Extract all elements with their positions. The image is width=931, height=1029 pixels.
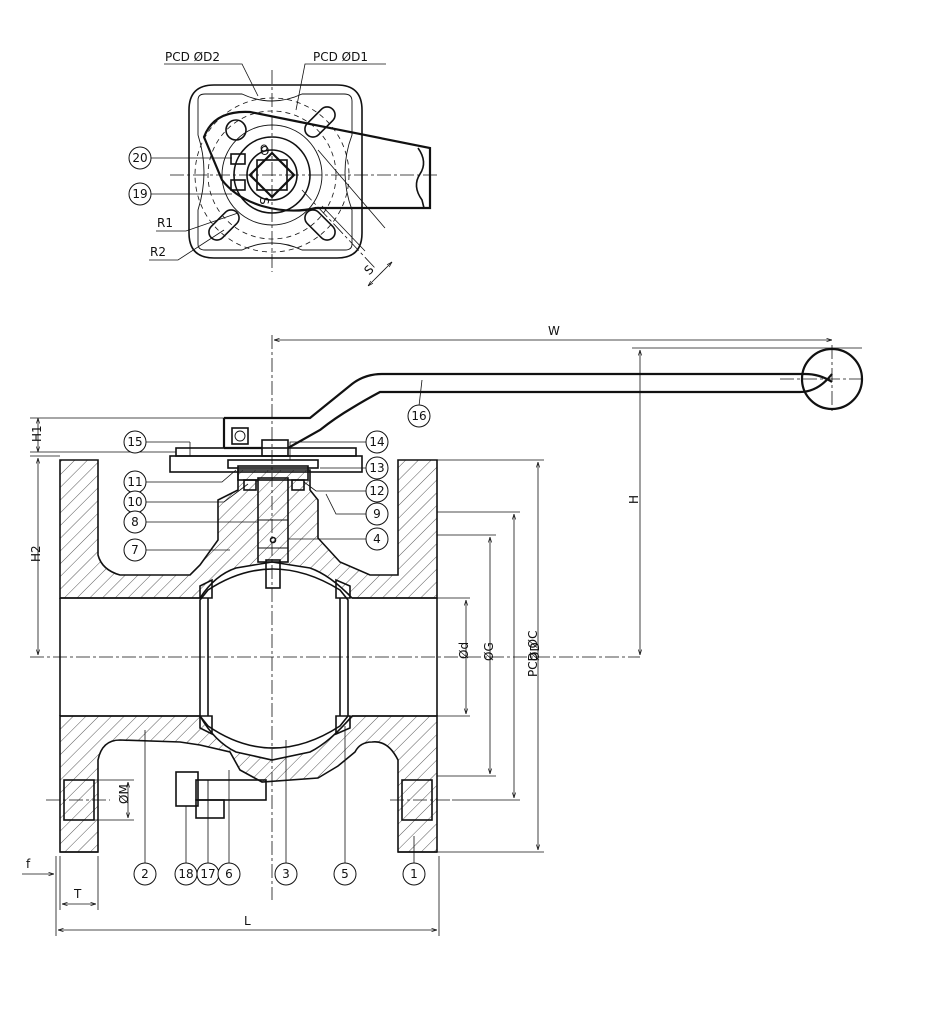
dim-h1-label: H1 <box>30 425 44 442</box>
dim-m-label: ØM <box>117 784 131 804</box>
dim-f-label: f <box>26 857 31 871</box>
part-10-label: 10 <box>127 495 142 509</box>
dim-d-label: ØD <box>528 642 542 661</box>
dimensions: W H H1 H2 Ød ØG PCD ØC ØD ØM <box>22 324 862 936</box>
dim-h2-label: H2 <box>29 545 43 562</box>
r1-label: R1 <box>157 216 173 230</box>
part-2-label: 2 <box>141 867 149 881</box>
part-12-label: 12 <box>369 484 384 498</box>
section-view <box>30 335 866 900</box>
part-8-label: 8 <box>131 515 139 529</box>
part-1-label: 1 <box>410 867 418 881</box>
part-3-label: 3 <box>282 867 290 881</box>
part-9-label: 9 <box>373 507 381 521</box>
dim-w-label: W <box>548 324 560 338</box>
dim-d-small-label: Ød <box>457 642 471 659</box>
dim-t-label: T <box>73 887 82 901</box>
dim-l-label: L <box>244 914 251 928</box>
part-17-label: 17 <box>200 867 215 881</box>
top-mark-o: O <box>260 144 269 158</box>
part-6-label: 6 <box>225 867 233 881</box>
part-18-label: 18 <box>178 867 193 881</box>
part-4-label: 4 <box>373 532 381 546</box>
s-dimension-label: S <box>361 262 376 277</box>
part-13-label: 13 <box>369 461 384 475</box>
dim-g-label: ØG <box>482 642 496 661</box>
top-mark-s: S <box>257 197 271 205</box>
r2-label: R2 <box>150 245 166 259</box>
part-balloons: 15 11 10 8 7 14 13 12 9 4 <box>123 379 431 886</box>
part-7-label: 7 <box>131 543 139 557</box>
pcd-d2-label: PCD ØD2 <box>165 50 220 64</box>
part-20-label: 20 <box>132 151 147 165</box>
part-14-label: 14 <box>369 435 384 449</box>
part-11-label: 11 <box>127 475 142 489</box>
part-16-label: 16 <box>411 409 426 423</box>
part-5-label: 5 <box>341 867 349 881</box>
pcd-d1-label: PCD ØD1 <box>313 50 368 64</box>
part-19-label: 19 <box>132 187 147 201</box>
part-15-label: 15 <box>127 435 142 449</box>
dim-h-label: H <box>627 495 641 504</box>
top-view: O S S PCD ØD2 PCD ØD1 R1 R2 20 19 <box>128 50 440 286</box>
